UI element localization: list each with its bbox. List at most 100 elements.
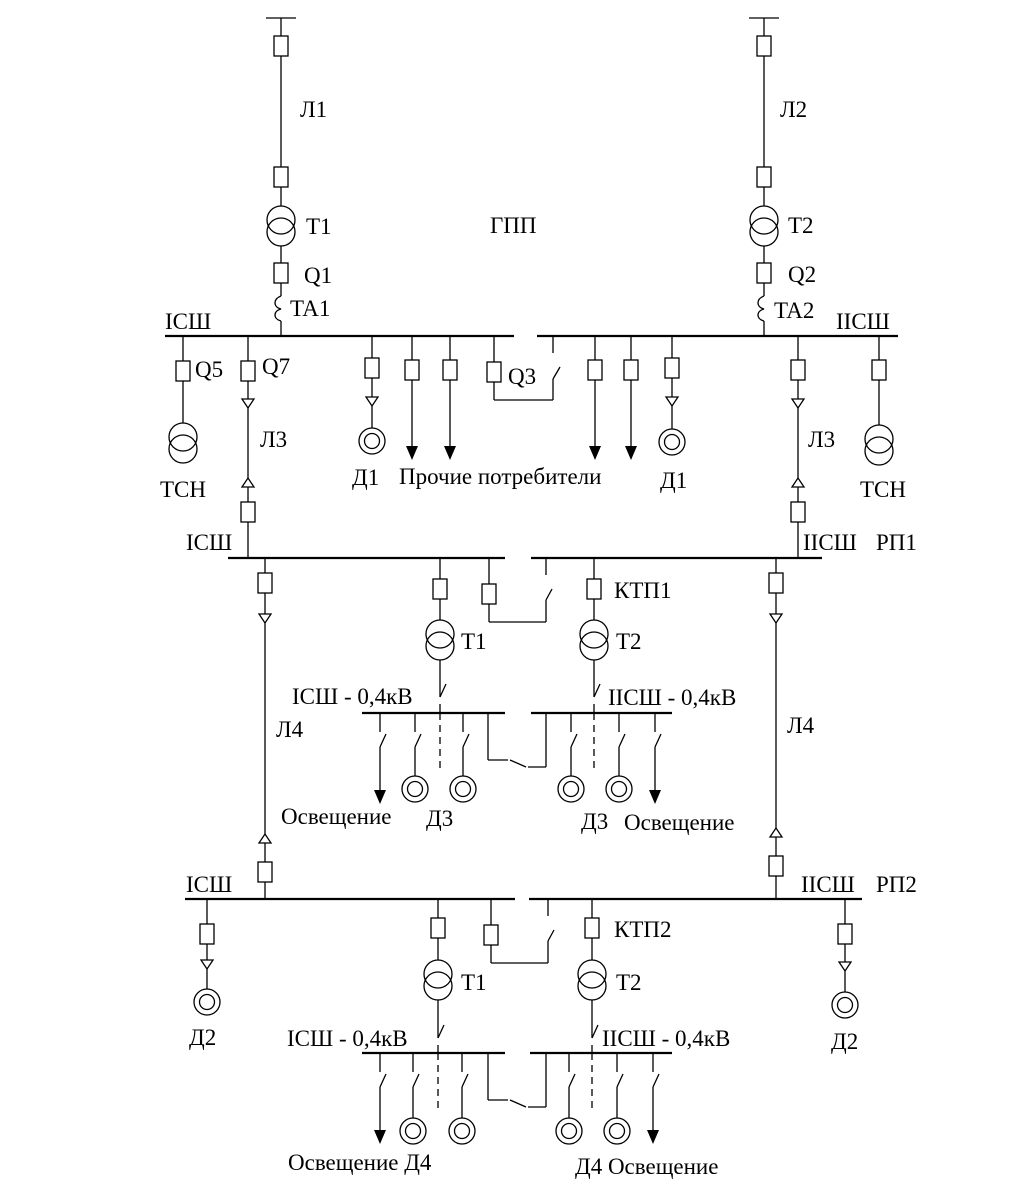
breaker-icon: [871, 359, 887, 381]
label-ktp2-transformer-t1: T1: [461, 970, 487, 995]
label-line-l1: Л1: [300, 97, 327, 122]
switch-blade-icon: [509, 1099, 527, 1108]
label-motor-d2-left: Д2: [189, 1025, 216, 1050]
bus-coupler-q3: [486, 336, 561, 401]
breaker-icon: [790, 501, 806, 523]
label-ktp1-lighting-right: Освещение: [624, 810, 735, 835]
breaker-icon: [586, 578, 602, 600]
motor-icon: [610, 780, 628, 798]
switch-blade-icon: [593, 683, 601, 698]
label-breaker-q1: Q1: [304, 263, 332, 288]
load-arrow-icon: [647, 1130, 659, 1144]
switch-blade-icon: [552, 366, 561, 380]
label-motor-d3-right: Д3: [581, 809, 608, 834]
label-ktp1-transformer-t2: T2: [616, 629, 642, 654]
cable-end-icon: [768, 613, 784, 625]
label-ktp1-lighting-left: Освещение: [281, 804, 392, 829]
switch-blade-icon: [616, 1073, 624, 1088]
ktp1-lv-switchboard: [362, 711, 672, 804]
motor-icon: [560, 1122, 578, 1140]
label-breaker-q3: Q3: [508, 364, 536, 389]
breaker-icon: [432, 578, 448, 600]
breaker-icon: [483, 924, 499, 946]
cable-end-icon: [199, 959, 215, 971]
load-arrow-icon: [374, 1130, 386, 1144]
label-line-l4-left: Л4: [276, 717, 304, 742]
breaker-icon: [768, 855, 784, 877]
transformer-icon: [423, 959, 453, 989]
breaker-icon: [273, 262, 289, 284]
cable-end-icon: [837, 961, 853, 973]
switch-blade-icon: [652, 1073, 660, 1088]
breaker-icon: [199, 923, 215, 945]
label-rp1-busbar-2: IIСШ: [803, 530, 857, 555]
switch-blade-icon: [570, 733, 578, 748]
label-current-transformer-ta1: TA1: [290, 296, 330, 321]
cable-end-icon: [240, 476, 256, 488]
breaker-icon: [623, 359, 639, 381]
cable-end-icon: [257, 613, 273, 625]
label-tsn-left: ТСН: [160, 477, 206, 502]
switch-blade-icon: [379, 733, 387, 748]
transformer-icon: [266, 205, 296, 235]
transformer-icon: [864, 436, 894, 466]
breaker-icon: [664, 357, 680, 379]
label-other-consumers: Прочие потребители: [399, 464, 601, 489]
label-breaker-q2: Q2: [788, 262, 816, 287]
breaker-icon: [768, 572, 784, 594]
breaker-icon: [756, 262, 772, 284]
label-gpp: ГПП: [490, 213, 537, 238]
label-ktp2-lighting-left-d4: Освещение Д4: [288, 1150, 432, 1175]
motor-icon: [836, 996, 854, 1014]
switch-blade-icon: [509, 759, 527, 768]
cable-end-icon: [790, 398, 806, 410]
label-gpp-busbar-1: IСШ: [165, 309, 211, 334]
gpp-substation: [165, 17, 898, 478]
breaker-icon: [175, 360, 191, 382]
incoming-line-2: [749, 17, 779, 336]
ktp2-lv-switchboard: [362, 1051, 672, 1145]
switch-blade-icon: [437, 1024, 445, 1039]
switch-blade-icon: [568, 1073, 576, 1088]
label-line-l3-right: Л3: [808, 427, 835, 452]
load-arrow-icon: [649, 790, 661, 804]
transformer-icon: [864, 424, 894, 454]
label-line-l3-left: Л3: [260, 427, 287, 452]
label-line-l4-right: Л4: [787, 713, 815, 738]
label-ktp1: КТП1: [614, 578, 672, 603]
other-consumers-left-feeders: [404, 336, 458, 460]
current-transformer-icon: [757, 295, 765, 322]
label-gpp-busbar-2: IIСШ: [836, 309, 890, 334]
motor-d1-left-feeder: [358, 336, 386, 455]
switch-blade-icon: [618, 733, 626, 748]
breaker-icon: [584, 917, 600, 939]
switch-blade-icon: [547, 929, 555, 942]
motor-icon: [663, 433, 681, 451]
breaker-icon: [837, 923, 853, 945]
breaker-icon: [257, 572, 273, 594]
load-arrow-icon: [406, 446, 418, 460]
label-line-l2: Л2: [780, 97, 807, 122]
switch-blade-icon: [414, 733, 422, 748]
transformer-icon: [168, 422, 198, 452]
cable-end-icon: [364, 396, 380, 408]
motor-icon: [363, 432, 381, 450]
cable-end-icon: [664, 396, 680, 408]
transformer-icon: [168, 434, 198, 464]
switch-blade-icon: [654, 733, 662, 748]
cable-end-icon: [768, 826, 784, 838]
label-ktp2-d4-lighting-right: Д4 Освещение: [575, 1154, 718, 1179]
label-ktp2-lv-busbar-1: IСШ - 0,4кВ: [287, 1026, 408, 1051]
line-l3-right-gpp-end: [790, 336, 806, 478]
switch-blade-icon: [379, 1073, 387, 1088]
label-motor-d1-left: Д1: [352, 465, 379, 490]
motor-d1-right-feeder: [658, 336, 686, 456]
motor-icon: [562, 780, 580, 798]
line-l3-left-gpp-end: [240, 336, 256, 478]
label-rp1-busbar-1: IСШ: [186, 530, 232, 555]
aux-transformer-right-feeder: [864, 336, 894, 466]
label-ktp2-lv-busbar-2: IIСШ - 0,4кВ: [602, 1026, 730, 1051]
breaker-icon: [257, 861, 273, 883]
cable-end-icon: [257, 832, 273, 844]
label-ktp2-transformer-t2: T2: [616, 970, 642, 995]
